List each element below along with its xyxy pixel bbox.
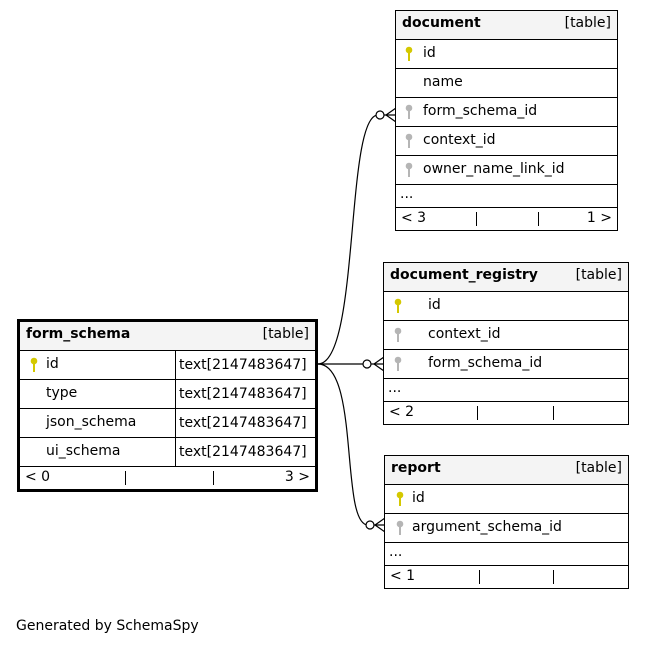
table-header: document [table] [396, 11, 617, 40]
primary-key-icon [396, 491, 404, 506]
column-name: context_id [423, 132, 496, 148]
column-row[interactable]: context_id [396, 127, 617, 156]
table-kind: [table] [575, 267, 622, 283]
column-type: text[2147483647] [175, 409, 307, 437]
foreign-key-icon [394, 356, 402, 371]
more-columns: ... [385, 543, 628, 566]
generated-by-note: Generated by SchemaSpy [16, 618, 199, 634]
foreign-key-icon [405, 162, 413, 177]
form-schema-table[interactable]: form_schema [table] id text[2147483647] … [17, 319, 318, 492]
foreign-key-icon [396, 520, 404, 535]
crows-foot [373, 517, 386, 533]
table-footer: < 1 [385, 566, 628, 588]
table-kind: [table] [262, 326, 309, 342]
column-row[interactable]: id [385, 485, 628, 514]
optional-circle [362, 359, 372, 369]
column-row[interactable]: context_id [384, 321, 628, 350]
table-footer: < 3 1 > [396, 208, 617, 230]
link-form-schema-to-report [317, 363, 385, 526]
column-row[interactable]: owner_name_link_id [396, 156, 617, 185]
table-name: form_schema [26, 326, 131, 342]
crows-foot [372, 356, 385, 372]
foreign-key-icon [394, 327, 402, 342]
parents-count: < 2 [389, 404, 415, 420]
more-columns: ... [396, 185, 617, 208]
table-kind: [table] [575, 460, 622, 476]
table-header: document_registry [table] [384, 263, 628, 292]
column-row[interactable]: ui_schema text[2147483647] [20, 438, 315, 467]
column-name: name [423, 74, 463, 90]
table-footer: < 2 [384, 402, 628, 424]
column-name: form_schema_id [428, 355, 543, 371]
column-type: text[2147483647] [175, 380, 307, 408]
primary-key-icon [405, 46, 413, 61]
column-name: type [46, 385, 78, 401]
foreign-key-icon [405, 104, 413, 119]
optional-circle [375, 110, 385, 120]
table-name: document_registry [390, 267, 538, 283]
table-name: report [391, 460, 441, 476]
parents-count: < 3 [401, 210, 427, 226]
column-name: ui_schema [46, 443, 121, 459]
column-type: text[2147483647] [175, 351, 307, 379]
column-row[interactable]: form_schema_id [384, 350, 628, 379]
table-name: document [402, 15, 481, 31]
column-row[interactable]: id [384, 292, 628, 321]
column-type: text[2147483647] [175, 438, 307, 466]
column-name: id [423, 45, 436, 61]
column-row[interactable]: form_schema_id [396, 98, 617, 127]
crows-foot [384, 107, 397, 123]
table-header: form_schema [table] [20, 322, 315, 351]
column-row[interactable]: type text[2147483647] [20, 380, 315, 409]
primary-key-icon [30, 357, 38, 372]
column-row[interactable]: argument_schema_id [385, 514, 628, 543]
document-registry-table[interactable]: document_registry [table] id context_id … [383, 262, 629, 425]
primary-key-icon [394, 298, 402, 313]
table-kind: [table] [564, 15, 611, 31]
column-name: form_schema_id [423, 103, 538, 119]
column-name: id [412, 490, 425, 506]
document-table[interactable]: document [table] id name form_schema_id … [395, 10, 618, 231]
column-name: id [428, 297, 441, 313]
column-name: json_schema [46, 414, 137, 430]
column-row[interactable]: id [396, 40, 617, 69]
children-count: 3 > [284, 469, 310, 485]
column-name: id [46, 356, 59, 372]
more-columns: ... [384, 379, 628, 402]
column-row[interactable]: id text[2147483647] [20, 351, 315, 380]
column-name: argument_schema_id [412, 519, 562, 535]
table-header: report [table] [385, 456, 628, 485]
children-count: 1 > [586, 210, 612, 226]
report-table[interactable]: report [table] id argument_schema_id ...… [384, 455, 629, 589]
column-row[interactable]: name [396, 69, 617, 98]
table-footer: < 0 3 > [20, 467, 315, 489]
optional-circle [365, 520, 375, 530]
link-form-schema-to-document [317, 114, 396, 365]
column-name: owner_name_link_id [423, 161, 565, 177]
parents-count: < 1 [390, 568, 416, 584]
foreign-key-icon [405, 133, 413, 148]
column-row[interactable]: json_schema text[2147483647] [20, 409, 315, 438]
parents-count: < 0 [25, 469, 51, 485]
column-name: context_id [428, 326, 501, 342]
